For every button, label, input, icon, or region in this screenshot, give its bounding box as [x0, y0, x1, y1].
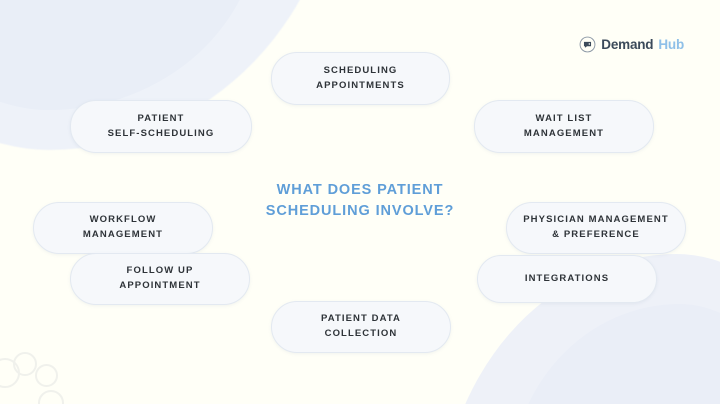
- pill-label-line-2: COLLECTION: [324, 328, 398, 339]
- pill-label-line-2: & PREFERENCE: [552, 229, 640, 240]
- pill-workflow-management[interactable]: WORKFLOW MANAGEMENT: [33, 202, 213, 254]
- pill-integrations[interactable]: INTEGRATIONS: [477, 255, 657, 303]
- pill-scheduling-appointments[interactable]: SCHEDULING APPOINTMENTS: [271, 52, 450, 105]
- pill-label-line-2: APPOINTMENTS: [316, 79, 405, 91]
- pill-follow-up-appointment[interactable]: FOLLOW UP APPOINTMENT: [70, 253, 250, 305]
- speech-bubble-icon: [579, 36, 596, 53]
- pill-label-line-1: FOLLOW UP: [126, 265, 194, 277]
- logo-text-hub: Hub: [658, 37, 684, 52]
- pill-label-line-1: SCHEDULING: [323, 64, 398, 76]
- decorative-circle-icon: [35, 364, 58, 387]
- pill-physician-management-and-preference[interactable]: PHYSICIAN MANAGEMENT & PREFERENCE: [506, 202, 686, 254]
- pill-patient-data-collection[interactable]: PATIENT DATA COLLECTION: [271, 301, 451, 353]
- decorative-circle-icon: [38, 390, 64, 404]
- page-title-line-2: SCHEDULING INVOLVE?: [265, 203, 455, 220]
- pill-label-line-2: MANAGEMENT: [523, 127, 605, 139]
- decorative-circle-icon: [13, 352, 37, 376]
- pill-label-line-2: APPOINTMENT: [119, 280, 201, 291]
- background-blob-top-left-inner: [0, 0, 260, 110]
- pill-wait-list-management[interactable]: WAIT LIST MANAGEMENT: [474, 100, 654, 153]
- page-title: WHAT DOES PATIENT SCHEDULING INVOLVE?: [246, 180, 474, 222]
- pill-label-line-1: PHYSICIAN MANAGEMENT: [523, 214, 669, 226]
- pill-label-line-2: MANAGEMENT: [82, 229, 164, 240]
- pill-label-line-2: SELF-SCHEDULING: [107, 127, 215, 139]
- pill-label-line-1: PATIENT DATA: [320, 313, 402, 325]
- logo-text-demand: Demand: [601, 37, 654, 52]
- page-title-line-1: WHAT DOES PATIENT: [276, 182, 444, 198]
- pill-label-line-1: WAIT LIST: [535, 112, 593, 124]
- pill-label-line-1: WORKFLOW: [89, 214, 157, 226]
- decorative-circle-icon: [0, 358, 20, 388]
- pill-label-line-1: INTEGRATIONS: [524, 272, 610, 284]
- background-blob-bottom-right-inner: [510, 304, 720, 404]
- pill-patient-self-scheduling[interactable]: PATIENT SELF-SCHEDULING: [70, 100, 252, 153]
- pill-label-line-1: PATIENT: [137, 112, 185, 124]
- demandhub-logo[interactable]: Demand Hub: [579, 36, 684, 53]
